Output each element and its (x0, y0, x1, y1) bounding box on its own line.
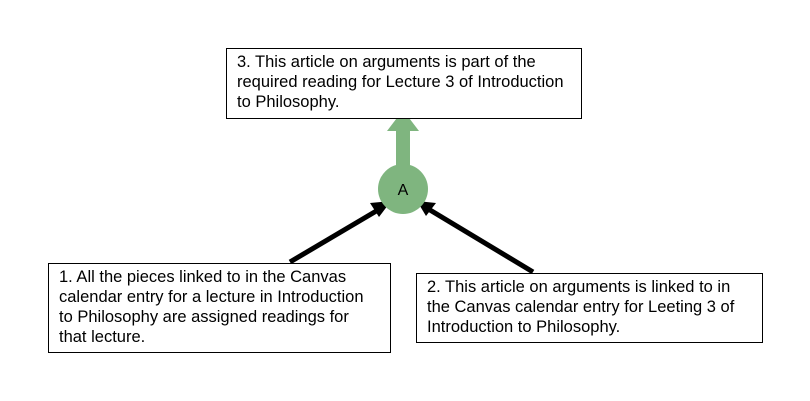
conclusion-box: 3. This article on arguments is part of … (226, 48, 582, 119)
argument-node (378, 164, 428, 214)
premise2-box: 2. This article on arguments is linked t… (416, 273, 763, 343)
argument-node-label: A (398, 182, 409, 199)
premise2-arrow-line (428, 207, 535, 275)
conclusion-arrowhead (387, 110, 419, 131)
premise2-text: 2. This article on arguments is linked t… (427, 278, 735, 336)
conclusion-text: 3. This article on arguments is part of … (237, 53, 564, 111)
premise1-text: 1. All the pieces linked to in the Canva… (59, 268, 364, 346)
premise1-box: 1. All the pieces linked to in the Canva… (48, 263, 391, 353)
conclusion-arrow-shaft (396, 128, 410, 176)
premise1-arrow-line (288, 207, 380, 265)
